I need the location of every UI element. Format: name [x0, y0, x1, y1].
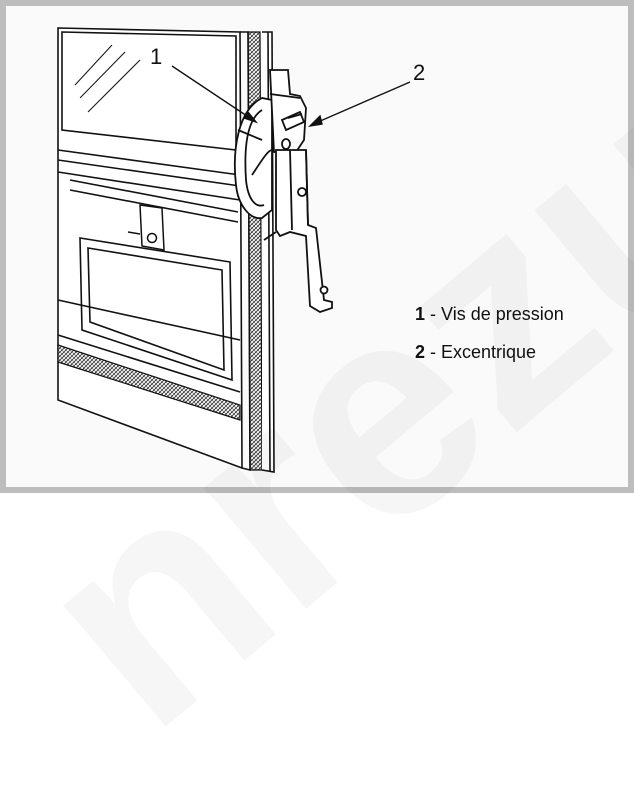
legend-text: Excentrique	[441, 342, 537, 362]
legend: 1 - Vis de pression 2 - Excentrique	[415, 304, 564, 380]
legend-separator: -	[425, 304, 442, 324]
legend-text: Vis de pression	[441, 304, 564, 324]
callout-leaders	[171, 65, 411, 128]
legend-number: 1	[415, 304, 426, 324]
legend-separator: -	[425, 342, 442, 362]
callout-2: 2	[413, 60, 426, 85]
callout-1: 1	[150, 44, 163, 69]
rail-bracket	[127, 204, 165, 251]
legend-item: 1 - Vis de pression	[415, 304, 564, 342]
legend-number: 2	[415, 342, 426, 362]
legend-item: 2 - Excentrique	[415, 342, 564, 380]
eccentric-latch	[269, 69, 307, 153]
hinge-hook	[233, 97, 273, 219]
hinge-plate	[263, 149, 333, 313]
door-hinge-drawing	[57, 27, 411, 473]
